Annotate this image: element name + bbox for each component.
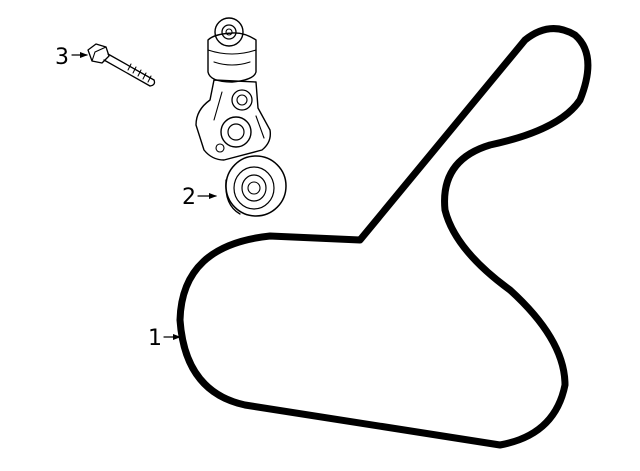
callout-3: 3: [55, 45, 88, 70]
callout-2: 2: [182, 185, 217, 210]
callout-label-3: 3: [55, 45, 69, 70]
callout-label-2: 2: [182, 185, 196, 210]
belt-tensioner: [195, 17, 287, 217]
callout-1: 1: [148, 326, 181, 351]
callout-label-1: 1: [148, 326, 162, 351]
tensioner-bolt: [87, 43, 156, 87]
serpentine-belt: [176, 25, 592, 449]
